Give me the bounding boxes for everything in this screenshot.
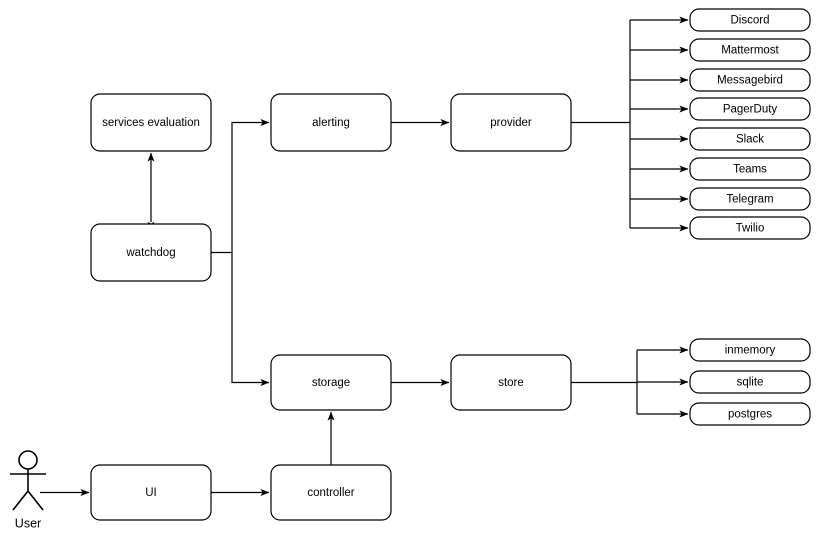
alerting[interactable]: alerting bbox=[270, 93, 392, 152]
leaf-mattermost[interactable]: Mattermost bbox=[689, 38, 811, 62]
storage[interactable]: storage bbox=[270, 354, 392, 411]
leaf-slack[interactable]: Slack bbox=[689, 127, 811, 151]
store-label: store bbox=[498, 377, 524, 389]
leaf-mattermost-label: Mattermost bbox=[721, 45, 779, 57]
leaf-postgres-rect bbox=[689, 402, 811, 426]
leaf-telegram-rect bbox=[689, 187, 811, 211]
store-rect bbox=[450, 354, 572, 411]
leaf-twilio[interactable]: Twilio bbox=[689, 216, 811, 240]
leaf-telegram[interactable]: Telegram bbox=[689, 187, 811, 211]
leaf-inmemory[interactable]: inmemory bbox=[689, 338, 811, 362]
storage-rect bbox=[270, 354, 392, 411]
leaf-mattermost-rect bbox=[689, 38, 811, 62]
services-evaluation-rect bbox=[90, 93, 212, 152]
leaf-postgres[interactable]: postgres bbox=[689, 402, 811, 426]
ui[interactable]: UI bbox=[90, 464, 212, 521]
nodes-layer: services evaluation watchdog alerting provi… bbox=[90, 93, 572, 521]
leaf-inmemory-rect bbox=[689, 338, 811, 362]
services-evaluation-label: services evaluation bbox=[102, 117, 200, 129]
leaf-sqlite[interactable]: sqlite bbox=[689, 370, 811, 394]
leaf-sqlite-label: sqlite bbox=[737, 377, 764, 389]
watchdog-label: watchdog bbox=[125, 247, 175, 259]
leaf-postgres-label: postgres bbox=[728, 409, 772, 421]
watchdog-rect bbox=[90, 223, 212, 282]
controller[interactable]: controller bbox=[270, 464, 392, 521]
leaves-layer: DiscordMattermostMessagebirdPagerDutySla… bbox=[689, 8, 811, 426]
leaf-slack-rect bbox=[689, 127, 811, 151]
leaf-sqlite-rect bbox=[689, 370, 811, 394]
leaf-discord-rect bbox=[689, 8, 811, 32]
user-actor[interactable]: User bbox=[10, 450, 46, 530]
leaf-teams-label: Teams bbox=[733, 164, 767, 176]
controller-rect bbox=[270, 464, 392, 521]
provider-label: provider bbox=[490, 117, 532, 129]
actor-leg-left bbox=[12, 490, 29, 511]
actor-leg-right bbox=[27, 490, 44, 511]
leaf-messagebird[interactable]: Messagebird bbox=[689, 68, 811, 92]
edge-watchdog-storage bbox=[231, 252, 270, 386]
storage-label: storage bbox=[312, 377, 350, 389]
leaf-inmemory-label: inmemory bbox=[725, 345, 776, 357]
leaf-telegram-label: Telegram bbox=[726, 194, 773, 206]
provider-rect bbox=[450, 93, 572, 152]
user-actor-label: User bbox=[15, 516, 41, 530]
ui-label: UI bbox=[145, 487, 157, 499]
leaf-teams-rect bbox=[689, 157, 811, 181]
ui-rect bbox=[90, 464, 212, 521]
edges-layer bbox=[40, 16, 689, 496]
store[interactable]: store bbox=[450, 354, 572, 411]
services-evaluation[interactable]: services evaluation bbox=[90, 93, 212, 152]
actor-head-icon bbox=[18, 450, 38, 470]
leaf-slack-label: Slack bbox=[736, 134, 764, 146]
leaf-teams[interactable]: Teams bbox=[689, 157, 811, 181]
alerting-label: alerting bbox=[312, 117, 350, 129]
provider[interactable]: provider bbox=[450, 93, 572, 152]
controller-label: controller bbox=[307, 487, 354, 499]
leaf-pagerduty-rect bbox=[689, 97, 811, 121]
leaf-twilio-rect bbox=[689, 216, 811, 240]
edge-watchdog-alerting bbox=[231, 119, 270, 253]
leaf-twilio-label: Twilio bbox=[736, 223, 765, 235]
actor-layer: User bbox=[10, 450, 46, 530]
leaf-discord-label: Discord bbox=[731, 15, 770, 27]
watchdog[interactable]: watchdog bbox=[90, 223, 212, 282]
leaf-pagerduty-label: PagerDuty bbox=[723, 104, 778, 116]
leaf-messagebird-label: Messagebird bbox=[717, 75, 783, 87]
leaf-messagebird-rect bbox=[689, 68, 811, 92]
leaf-discord[interactable]: Discord bbox=[689, 8, 811, 32]
leaf-pagerduty[interactable]: PagerDuty bbox=[689, 97, 811, 121]
alerting-rect bbox=[270, 93, 392, 152]
